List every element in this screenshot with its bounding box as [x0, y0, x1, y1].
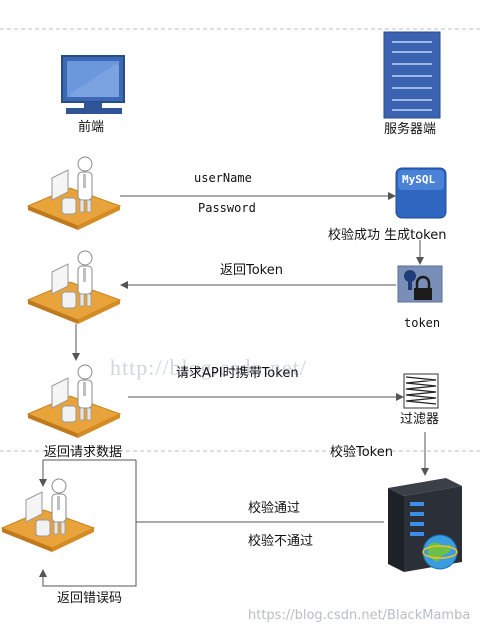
client-icon-receive-token [27, 250, 121, 325]
username-label: userName [194, 171, 252, 185]
return-error-label: 返回错误码 [57, 591, 123, 606]
verify-pass-label: 校验通过 [248, 501, 301, 516]
watermark-bottom: https://blog.csdn.net/BlackMamba [248, 608, 471, 623]
mysql-icon [395, 167, 447, 219]
lock-icon [397, 265, 443, 303]
server-rack-icon [383, 31, 441, 119]
client-icon-verify [1, 478, 95, 553]
verify-fail-label: 校验不通过 [248, 534, 314, 549]
arrow-return-data [39, 459, 136, 487]
arrow-return-error [39, 460, 137, 587]
token-label: token [404, 316, 441, 330]
watermark-mid: http://blog.csdn.net/ [110, 355, 307, 380]
verify-token-label: 校验Token [330, 445, 393, 460]
filter-label: 过滤器 [400, 412, 440, 427]
frontend-label: 前端 [78, 120, 105, 135]
return-token-label: 返回Token [220, 263, 283, 278]
server-label: 服务器端 [384, 122, 437, 137]
client-icon-request [27, 364, 121, 439]
computer-icon [61, 55, 125, 114]
client-icon-login [27, 156, 121, 231]
mysql-label: MySQL [402, 173, 436, 186]
return-data-label: 返回请求数据 [44, 445, 123, 460]
password-label: Password [198, 201, 256, 215]
filter-icon [403, 373, 439, 409]
generate-token-label: 校验成功 生成token [328, 228, 447, 243]
request-api-label: 请求API时携带Token [176, 366, 299, 381]
globe-icon [422, 534, 458, 570]
